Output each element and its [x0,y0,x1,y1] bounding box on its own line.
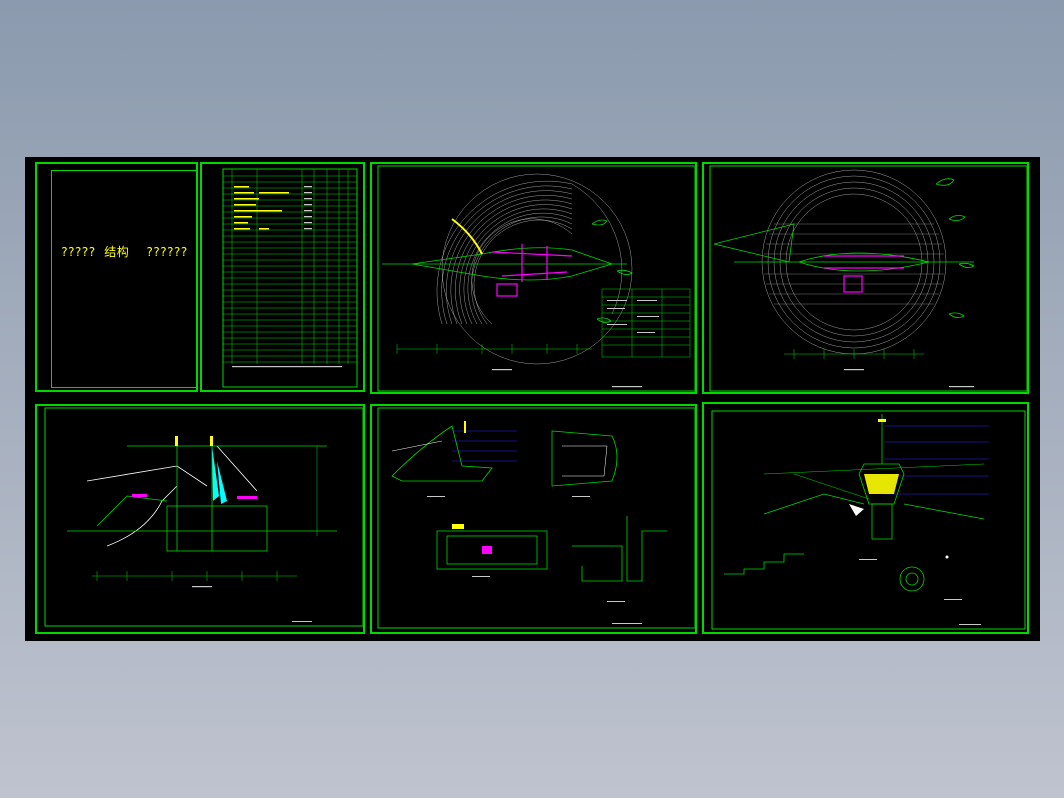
circular-plan-drawing [709,165,1028,392]
sheet-detail-sections[interactable] [370,404,697,634]
longitudinal-section-drawing [44,407,364,627]
cover-title: ????? 结构 ?????? [61,245,188,259]
cad-drawing-viewport[interactable]: ????? 结构 ?????? [25,157,1040,641]
cross-section-drawing [711,410,1026,630]
sheet-drawing-index[interactable] [200,162,365,392]
sheet-plan-view[interactable] [370,162,697,394]
drawing-index-table [222,168,358,388]
plan-view-drawing [377,165,696,392]
sheet-cover-inner-frame: ????? 结构 ?????? [51,170,198,388]
sheet-cross-section[interactable] [702,402,1029,634]
plan-legend-table [601,288,691,358]
detail-sections-drawing [377,407,696,629]
sheet-circular-plan-view[interactable] [702,162,1029,394]
sheet-longitudinal-section[interactable] [35,404,365,634]
sheet-cover[interactable]: ????? 结构 ?????? [35,162,198,392]
